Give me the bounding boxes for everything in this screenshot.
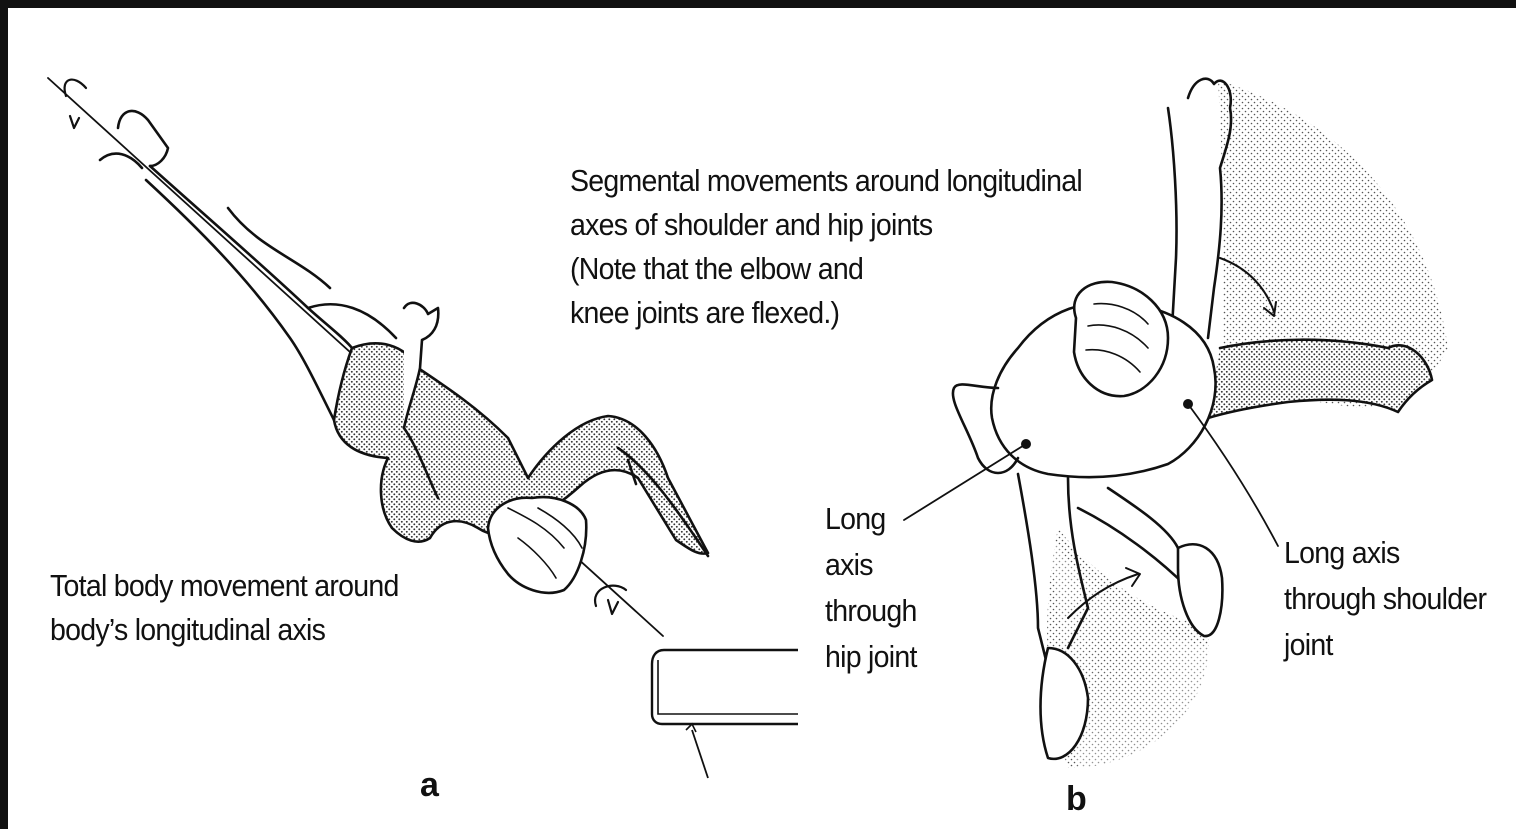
panel-label-a: a	[420, 766, 439, 805]
label-line: through	[825, 588, 917, 634]
label-line: through shoulder	[1284, 576, 1486, 622]
caption-line: (Note that the elbow and	[570, 246, 1082, 292]
illustration	[8, 8, 1516, 829]
label-line: Long axis	[1284, 530, 1486, 576]
total-body-caption: Total body movement around body’s longit…	[50, 563, 399, 653]
diver-head	[488, 497, 586, 593]
shoulder-axis-label: Long axis through shoulder joint	[1284, 530, 1486, 668]
label-line: joint	[1284, 622, 1486, 668]
gymnast-head	[1074, 282, 1168, 396]
segmental-movement-caption: Segmental movements around longitudinal …	[570, 158, 1082, 336]
caption-line: Segmental movements around longitudinal	[570, 158, 1082, 204]
caption-line: axes of shoulder and hip joints	[570, 202, 1082, 248]
label-line: Long	[825, 496, 917, 542]
label-line: hip joint	[825, 634, 917, 680]
caption-line: knee joints are flexed.)	[570, 290, 1082, 336]
caption-line: body’s longitudinal axis	[50, 607, 399, 653]
rotation-arrow-top	[65, 80, 86, 96]
panel-label-b: b	[1066, 780, 1087, 819]
hip-axis-label: Long axis through hip joint	[825, 496, 917, 680]
figure-canvas: Segmental movements around longitudinal …	[8, 8, 1516, 829]
diving-board	[652, 650, 798, 778]
hip-axis-leader	[904, 444, 1026, 520]
caption-line: Total body movement around	[50, 563, 399, 609]
label-line: axis	[825, 542, 917, 588]
